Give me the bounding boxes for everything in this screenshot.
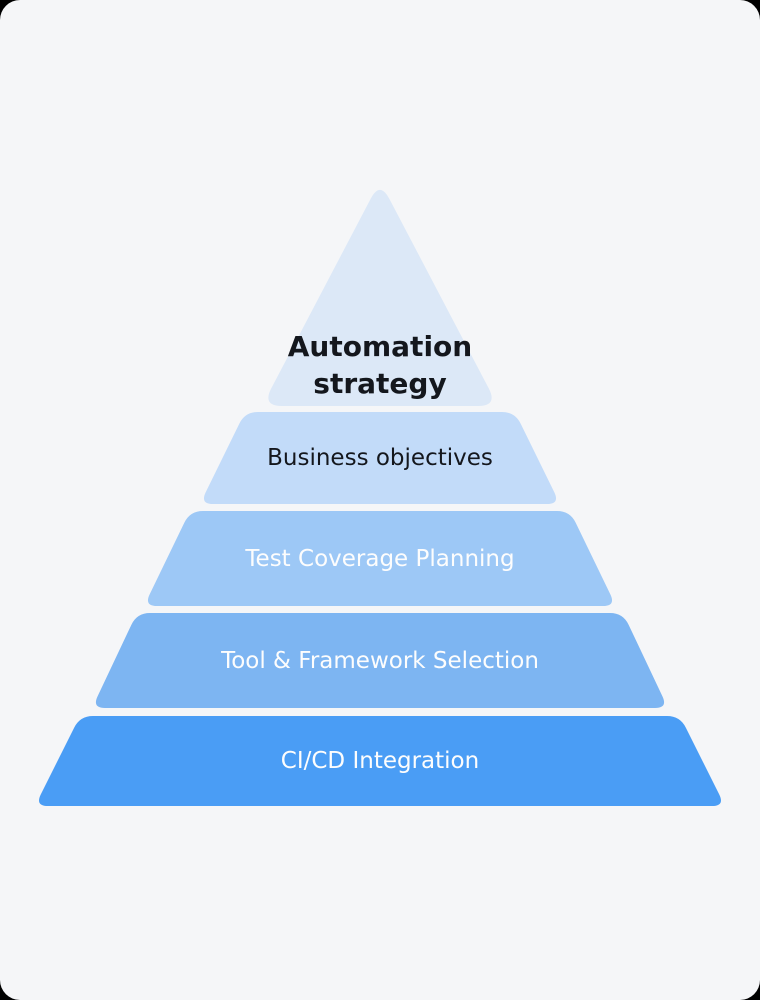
pyramid-level-1-shape: [268, 189, 492, 406]
pyramid-level-2-shape: [203, 412, 557, 504]
pyramid-level-4-shape: [95, 613, 665, 708]
pyramid-level-5-shape: [39, 716, 721, 806]
pyramid-level-3-shape: [147, 511, 613, 606]
